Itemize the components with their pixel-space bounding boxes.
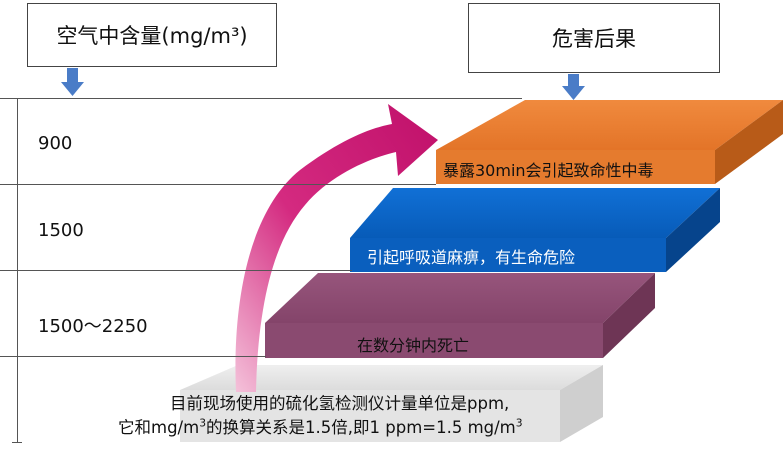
consequence-purple: 在数分钟内死亡	[357, 336, 470, 355]
blue-step	[350, 188, 720, 272]
base-step	[180, 365, 603, 442]
level-label-1500: 1500	[38, 220, 84, 241]
bracket-tick	[12, 98, 22, 99]
consequence-blue: 引起呼吸道麻痹，有生命危险	[367, 248, 576, 267]
bracket-tick	[12, 356, 22, 357]
level-label-1500-2250: 1500～2250	[38, 316, 148, 337]
conversion-note-line2: 它和mg/m3的换算关系是1.5倍,即1 ppm=1.5 mg/m3	[118, 417, 523, 439]
concentration-header-label: 空气中含量(mg/m³)	[56, 24, 248, 48]
down-arrow-right	[562, 74, 585, 100]
separator-line-3	[0, 270, 352, 271]
separator-line-2	[0, 184, 436, 185]
bracket-tick	[12, 184, 22, 185]
level-label-900: 900	[38, 133, 73, 154]
note-text-a: 它和mg/m	[118, 418, 200, 437]
separator-line-1	[0, 98, 522, 99]
bracket-tick	[12, 442, 22, 443]
conversion-note-line1: 目前现场使用的硫化氢检测仪计量单位是ppm,	[170, 394, 510, 413]
purple-step	[265, 273, 655, 358]
down-arrow-left	[61, 68, 84, 96]
note-text-b: 的换算关系是1.5倍,即1 ppm=1.5 mg/m	[206, 418, 516, 437]
consequence-header: 危害后果	[468, 3, 720, 73]
separator-line-4	[0, 356, 266, 357]
note-sup-2: 3	[515, 416, 523, 430]
concentration-header: 空气中含量(mg/m³)	[27, 3, 277, 67]
bracket-tick	[12, 270, 22, 271]
trend-arrow	[235, 104, 438, 392]
consequence-header-label: 危害后果	[552, 27, 636, 51]
orange-step	[436, 100, 783, 184]
note-sup-1: 3	[199, 416, 207, 430]
consequence-orange: 暴露30min会引起致命性中毒	[443, 161, 654, 180]
